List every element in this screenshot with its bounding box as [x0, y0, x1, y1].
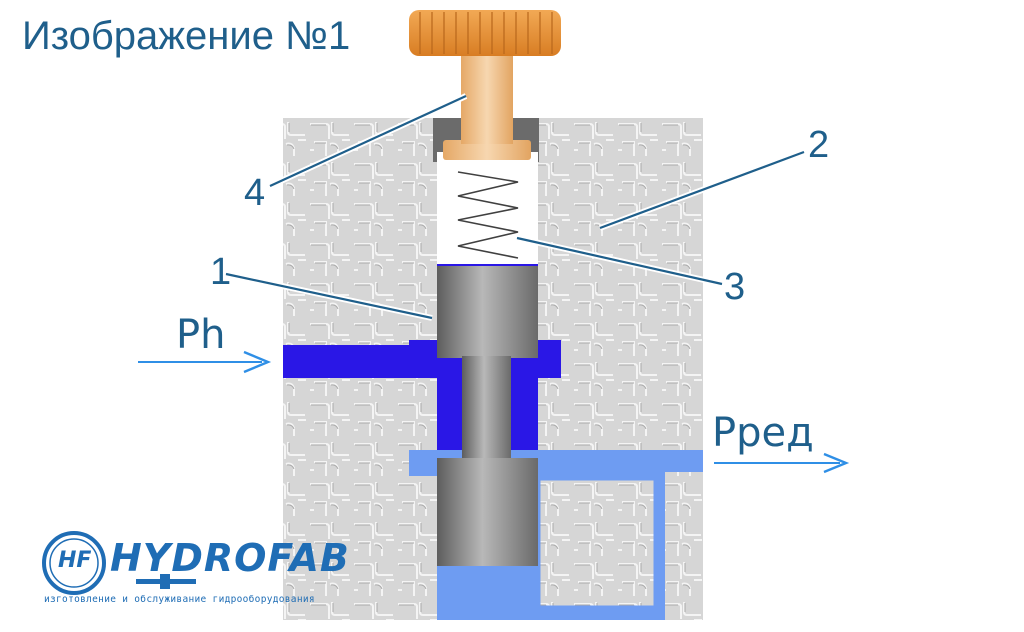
spool-upper	[437, 266, 538, 358]
leader-lines	[225, 93, 806, 321]
page-title: Изображение №1	[22, 14, 351, 58]
adjusting-knob	[409, 10, 561, 56]
label-2: 2	[808, 124, 830, 166]
hydrofab-logo-mark	[42, 531, 196, 595]
inlet-arrow	[138, 350, 272, 374]
knob-knurling	[419, 12, 553, 54]
label-4: 4	[244, 172, 266, 214]
outlet-pressure-label: Рред	[712, 410, 814, 456]
outlet-arrow	[714, 452, 850, 474]
logo-tagline: изготовление и обслуживание гидрооборудо…	[44, 594, 315, 605]
inlet-pressure-label: Ph	[176, 312, 226, 358]
logo-name: HYDROFAB	[110, 536, 350, 580]
spool-lower	[437, 458, 538, 566]
adjusting-screw-seat	[443, 140, 531, 160]
logo-hf-mark: HF	[58, 548, 92, 573]
adjusting-screw-stem	[461, 52, 513, 144]
spring	[457, 171, 519, 259]
spring-chamber	[437, 152, 538, 264]
label-1: 1	[210, 251, 232, 293]
return-passage-wall	[539, 479, 655, 607]
spool-neck	[462, 356, 511, 460]
label-3: 3	[724, 266, 746, 308]
